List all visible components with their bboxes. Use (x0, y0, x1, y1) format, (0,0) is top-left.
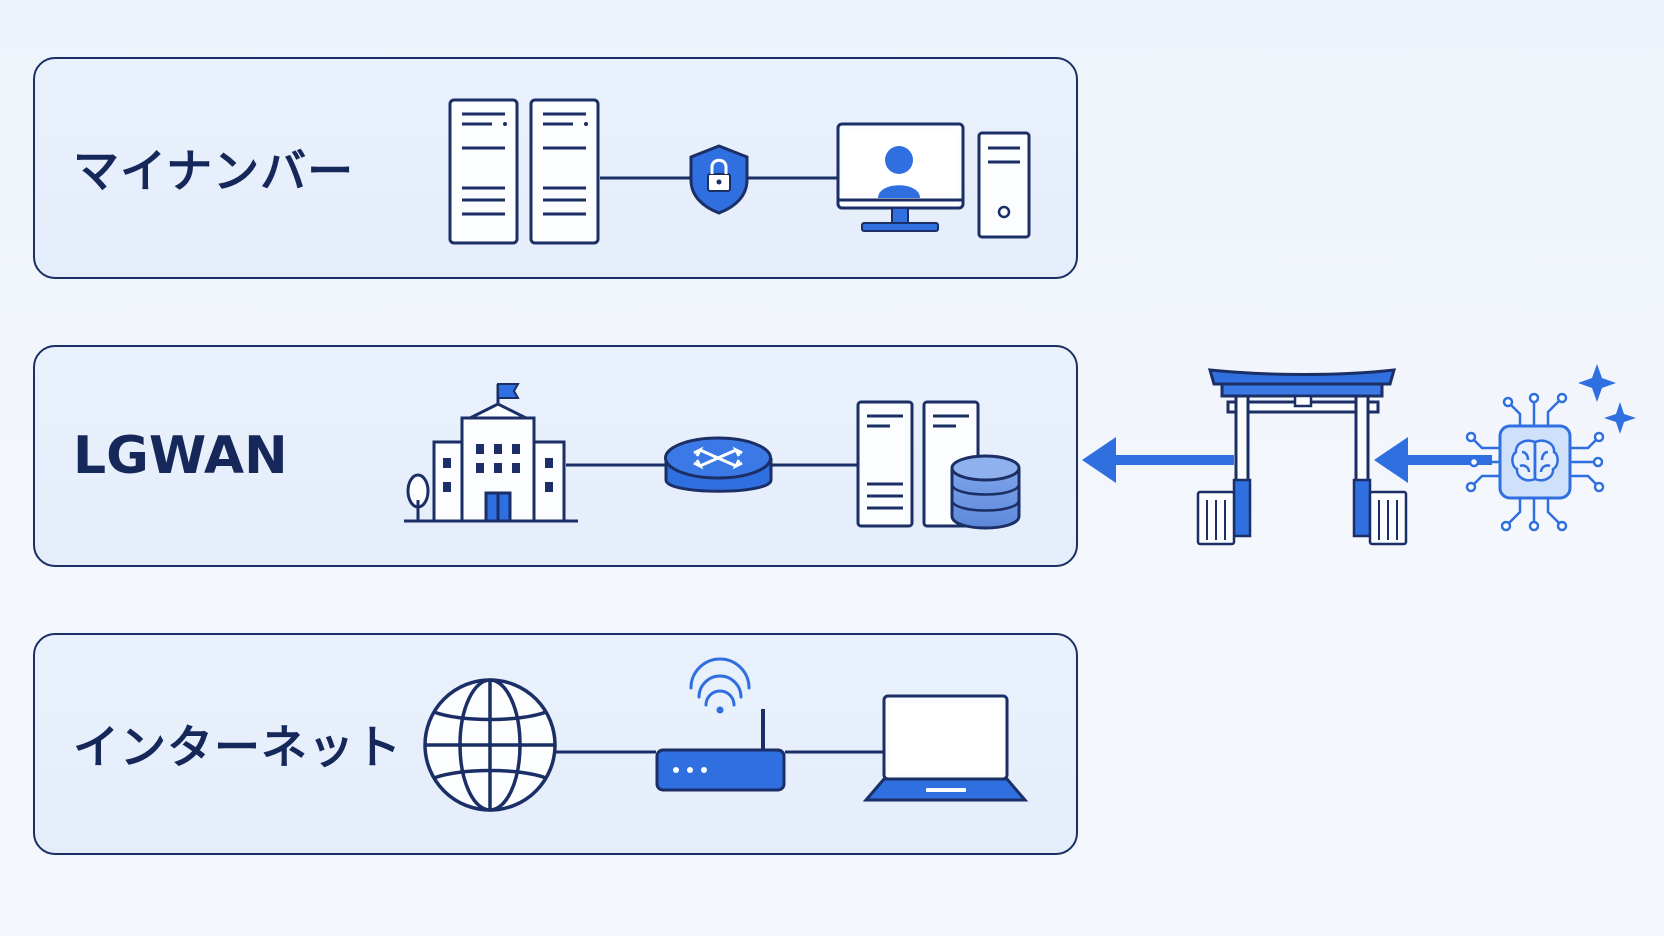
pc-tower-icon (977, 131, 1031, 239)
sparkle-icon (1578, 364, 1636, 434)
mynumber-layer-label: マイナンバー (73, 144, 355, 198)
globe-icon (423, 678, 557, 812)
internet-layer-label: インターネット (73, 720, 402, 774)
shield-lock-icon (689, 144, 749, 215)
laptop-icon (862, 694, 1029, 802)
desktop-user-icon (836, 122, 965, 232)
left-arrow-icon (1082, 437, 1492, 483)
lgwan-layer-label: LGWAN (73, 426, 288, 486)
wifi-router-icon (655, 657, 786, 792)
government-building-icon (404, 383, 578, 523)
torii-gate-icon (1196, 368, 1408, 546)
server-icon (448, 98, 600, 245)
ai-brain-chip-icon (1465, 392, 1605, 532)
server-database-icon (856, 400, 1021, 530)
router-switch-icon (664, 436, 773, 493)
